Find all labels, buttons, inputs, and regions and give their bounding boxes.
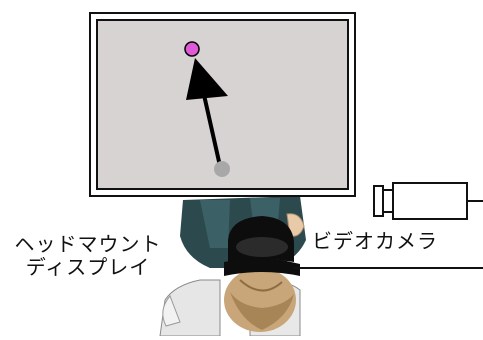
start-marker	[214, 161, 230, 177]
camera-label: ビデオカメラ	[312, 230, 462, 252]
target-marker	[185, 42, 199, 56]
video-camera-icon	[374, 183, 483, 219]
hmd-label-line1: ヘッドマウント	[6, 233, 170, 255]
head-mounted-display-icon	[224, 216, 300, 332]
hmd-label-line2: ディスプレイ	[18, 256, 158, 278]
